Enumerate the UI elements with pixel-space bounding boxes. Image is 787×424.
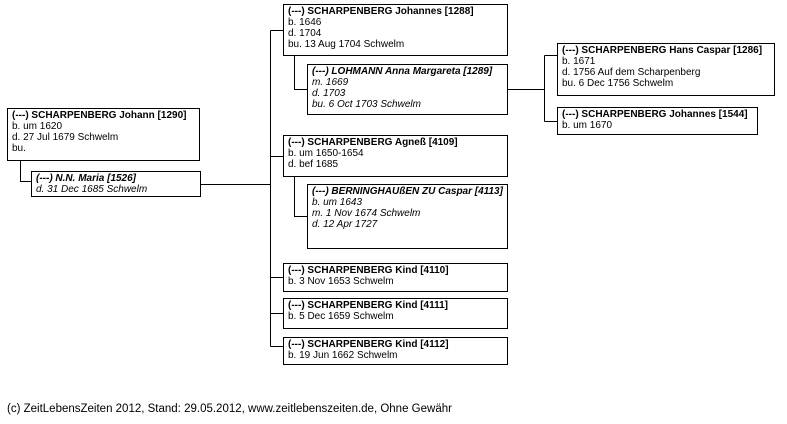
person-name: (---) SCHARPENBERG Kind [4110]: [288, 265, 449, 276]
person-name: (---) SCHARPENBERG Hans Caspar [1286]: [562, 45, 763, 56]
person-name: (---) LOHMANN Anna Margareta [1289]: [312, 66, 493, 77]
burial-info: bu. 6 Dec 1756 Schwelm: [562, 78, 674, 89]
birth-info: b. 1646: [288, 17, 322, 28]
person-box-kind-4110[interactable]: (---) SCHARPENBERG Kind [4110] b. 3 Nov …: [283, 263, 508, 292]
death-info: d. 1756 Auf dem Scharpenberg: [562, 67, 701, 78]
death-info: d. 12 Apr 1727: [312, 219, 378, 230]
birth-info: b. um 1650-1654: [288, 148, 364, 159]
birth-info: b. um 1620: [12, 121, 63, 132]
person-box-agness-4109[interactable]: (---) SCHARPENBERG Agneß [4109] b. um 16…: [283, 135, 508, 177]
person-box-maria-1526[interactable]: (---) N.N. Maria [1526] d. 31 Dec 1685 S…: [31, 171, 201, 197]
spouse-connector-johannes-lohmann: [294, 55, 307, 90]
person-box-kind-4111[interactable]: (---) SCHARPENBERG Kind [4111] b. 5 Dec …: [283, 298, 508, 329]
person-name: (---) SCHARPENBERG Johannes [1288]: [288, 6, 474, 17]
person-name: (---) SCHARPENBERG Agneß [4109]: [288, 137, 458, 148]
person-box-johannes-1288[interactable]: (---) SCHARPENBERG Johannes [1288] b. 16…: [283, 4, 508, 56]
death-info: d. 27 Jul 1679 Schwelm: [12, 132, 119, 143]
copyright-footer: (c) ZeitLebensZeiten 2012, Stand: 29.05.…: [7, 403, 452, 415]
person-name: (---) BERNINGHAUßEN ZU Caspar [4113]: [312, 186, 503, 197]
birth-info: b. 19 Jun 1662 Schwelm: [288, 350, 398, 361]
burial-info: bu.: [12, 143, 26, 154]
birth-info: b. um 1670: [562, 120, 613, 131]
burial-info: bu. 13 Aug 1704 Schwelm: [288, 39, 405, 50]
birth-info: b. 1671: [562, 56, 596, 67]
person-name: (---) SCHARPENBERG Johann [1290]: [12, 110, 187, 121]
person-name: (---) N.N. Maria [1526]: [36, 173, 137, 184]
spouse-connector-johann-maria: [20, 160, 31, 182]
death-info: d. bef 1685: [288, 159, 339, 170]
birth-info: b. 3 Nov 1653 Schwelm: [288, 276, 394, 287]
marriage-info: m. 1669: [312, 77, 349, 88]
birth-info: b. um 1643: [312, 197, 363, 208]
person-box-johannes-1544[interactable]: (---) SCHARPENBERG Johannes [1544] b. um…: [557, 107, 758, 135]
birth-info: b. 5 Dec 1659 Schwelm: [288, 311, 394, 322]
person-box-lohmann-1289[interactable]: (---) LOHMANN Anna Margareta [1289] m. 1…: [307, 64, 508, 115]
death-info: d. 31 Dec 1685 Schwelm: [36, 184, 148, 195]
person-box-johann-1290[interactable]: (---) SCHARPENBERG Johann [1290] b. um 1…: [7, 108, 200, 161]
person-name: (---) SCHARPENBERG Kind [4111]: [288, 300, 449, 311]
person-box-caspar-4113[interactable]: (---) BERNINGHAUßEN ZU Caspar [4113] b. …: [307, 184, 508, 249]
marriage-info: m. 1 Nov 1674 Schwelm: [312, 208, 421, 219]
death-info: d. 1704: [288, 28, 322, 39]
person-name: (---) SCHARPENBERG Johannes [1544]: [562, 109, 748, 120]
death-info: d. 1703: [312, 88, 346, 99]
person-box-hanscaspar-1286[interactable]: (---) SCHARPENBERG Hans Caspar [1286] b.…: [557, 43, 775, 96]
burial-info: bu. 6 Oct 1703 Schwelm: [312, 99, 421, 110]
person-name: (---) SCHARPENBERG Kind [4112]: [288, 339, 449, 350]
spouse-connector-agness-caspar: [294, 176, 307, 217]
person-box-kind-4112[interactable]: (---) SCHARPENBERG Kind [4112] b. 19 Jun…: [283, 337, 508, 365]
